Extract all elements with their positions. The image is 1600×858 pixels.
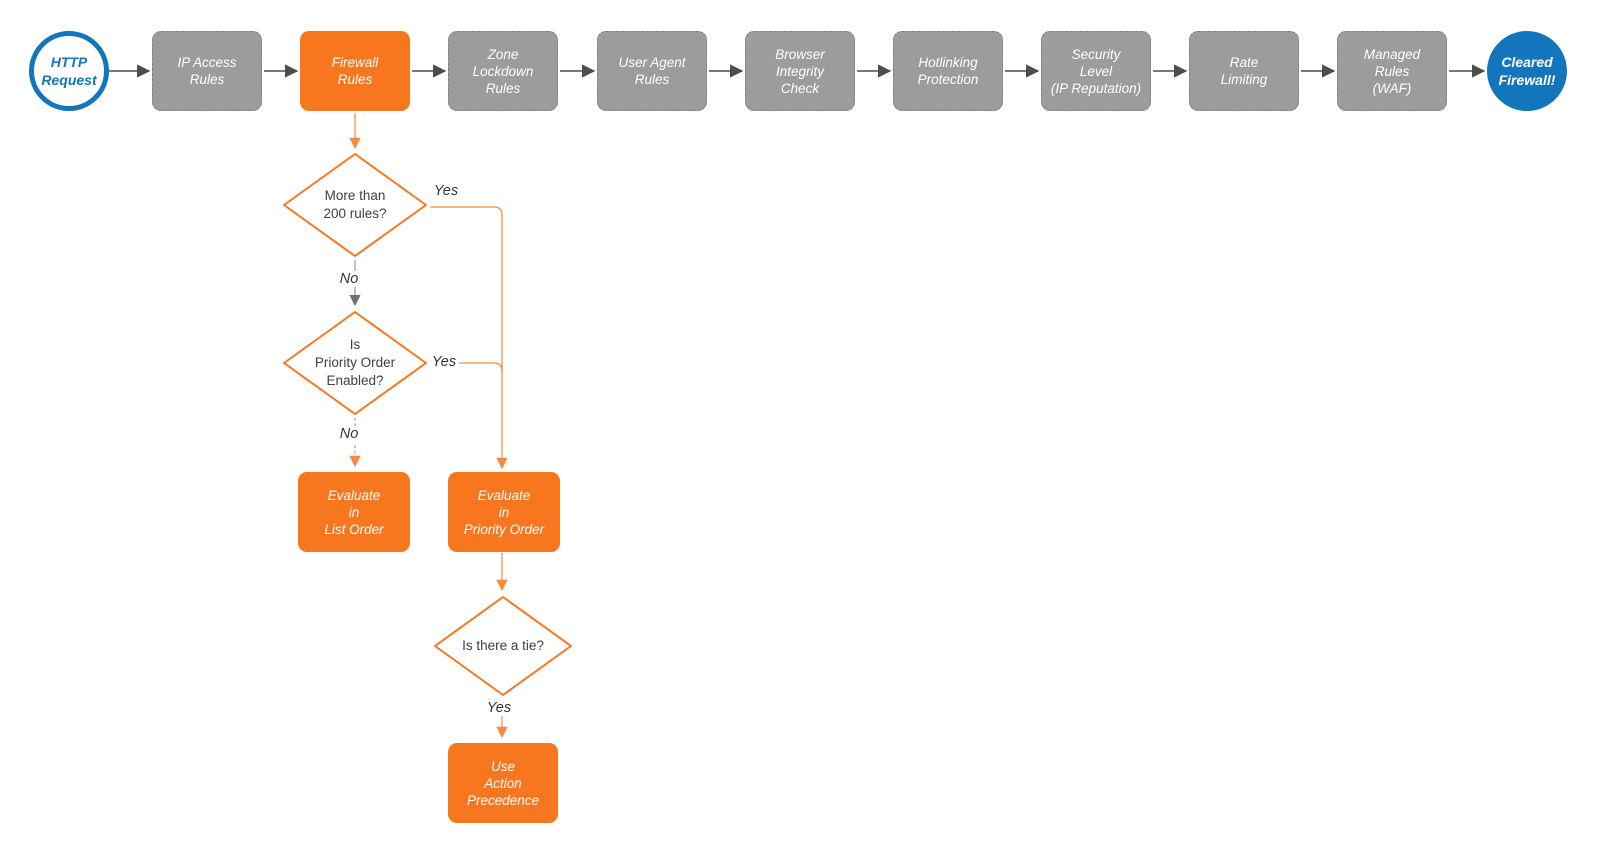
decision-priority-order-enabled: Is Priority Order Enabled? bbox=[282, 310, 428, 416]
action-evaluate-in-list-order: Evaluate in List Order bbox=[298, 472, 410, 552]
label-no-decision1: No bbox=[336, 271, 362, 287]
step-label: Zone Lockdown Rules bbox=[472, 46, 534, 96]
decision-label: Is there a tie? bbox=[462, 638, 544, 653]
step-label: Hotlinking Protection bbox=[917, 55, 979, 87]
step-label: Firewall Rules bbox=[331, 55, 379, 87]
step-label: Browser Integrity Check bbox=[775, 46, 825, 96]
step-zone-lockdown-rules: Zone Lockdown Rules bbox=[448, 31, 558, 111]
step-hotlinking-protection: Hotlinking Protection bbox=[893, 31, 1003, 111]
step-managed-rules-waf: Managed Rules (WAF) bbox=[1337, 31, 1447, 111]
diamond-shape bbox=[283, 311, 427, 415]
action-label: Evaluate in List Order bbox=[324, 487, 384, 537]
end-node-cleared-firewall: Cleared Firewall! bbox=[1487, 31, 1567, 111]
diamond-shape bbox=[283, 153, 427, 257]
decision-is-there-a-tie: Is there a tie? bbox=[433, 595, 573, 697]
step-user-agent-rules: User Agent Rules bbox=[597, 31, 707, 111]
step-rate-limiting: Rate Limiting bbox=[1189, 31, 1299, 111]
label-yes-decision3: Yes bbox=[483, 700, 515, 716]
decision-label: More than 200 rules? bbox=[323, 188, 387, 221]
step-security-level-ip-reputation: Security Level (IP Reputation) bbox=[1041, 31, 1151, 111]
start-node-label: HTTP Request bbox=[41, 54, 97, 88]
decision-label: Is Priority Order Enabled? bbox=[314, 337, 396, 388]
step-label: Rate Limiting bbox=[1220, 55, 1268, 87]
step-browser-integrity-check: Browser Integrity Check bbox=[745, 31, 855, 111]
action-label: Evaluate in Priority Order bbox=[463, 487, 545, 537]
label-yes-decision1: Yes bbox=[430, 183, 462, 199]
action-label: Use Action Precedence bbox=[466, 758, 540, 808]
step-label: User Agent Rules bbox=[618, 55, 686, 87]
step-firewall-rules: Firewall Rules bbox=[300, 31, 410, 111]
end-node-label: Cleared Firewall! bbox=[1498, 54, 1556, 88]
action-evaluate-in-priority-order: Evaluate in Priority Order bbox=[448, 472, 560, 552]
diamond-shape bbox=[434, 596, 572, 696]
step-ip-access-rules: IP Access Rules bbox=[152, 31, 262, 111]
label-no-decision2: No bbox=[336, 426, 362, 442]
start-node-http-request: HTTP Request bbox=[29, 31, 109, 111]
action-use-action-precedence: Use Action Precedence bbox=[448, 743, 558, 823]
step-label: IP Access Rules bbox=[177, 55, 237, 87]
step-label: Security Level (IP Reputation) bbox=[1050, 46, 1142, 96]
decision-more-than-200-rules: More than 200 rules? bbox=[282, 152, 428, 258]
step-label: Managed Rules (WAF) bbox=[1363, 46, 1421, 96]
label-yes-decision2: Yes bbox=[428, 354, 460, 370]
